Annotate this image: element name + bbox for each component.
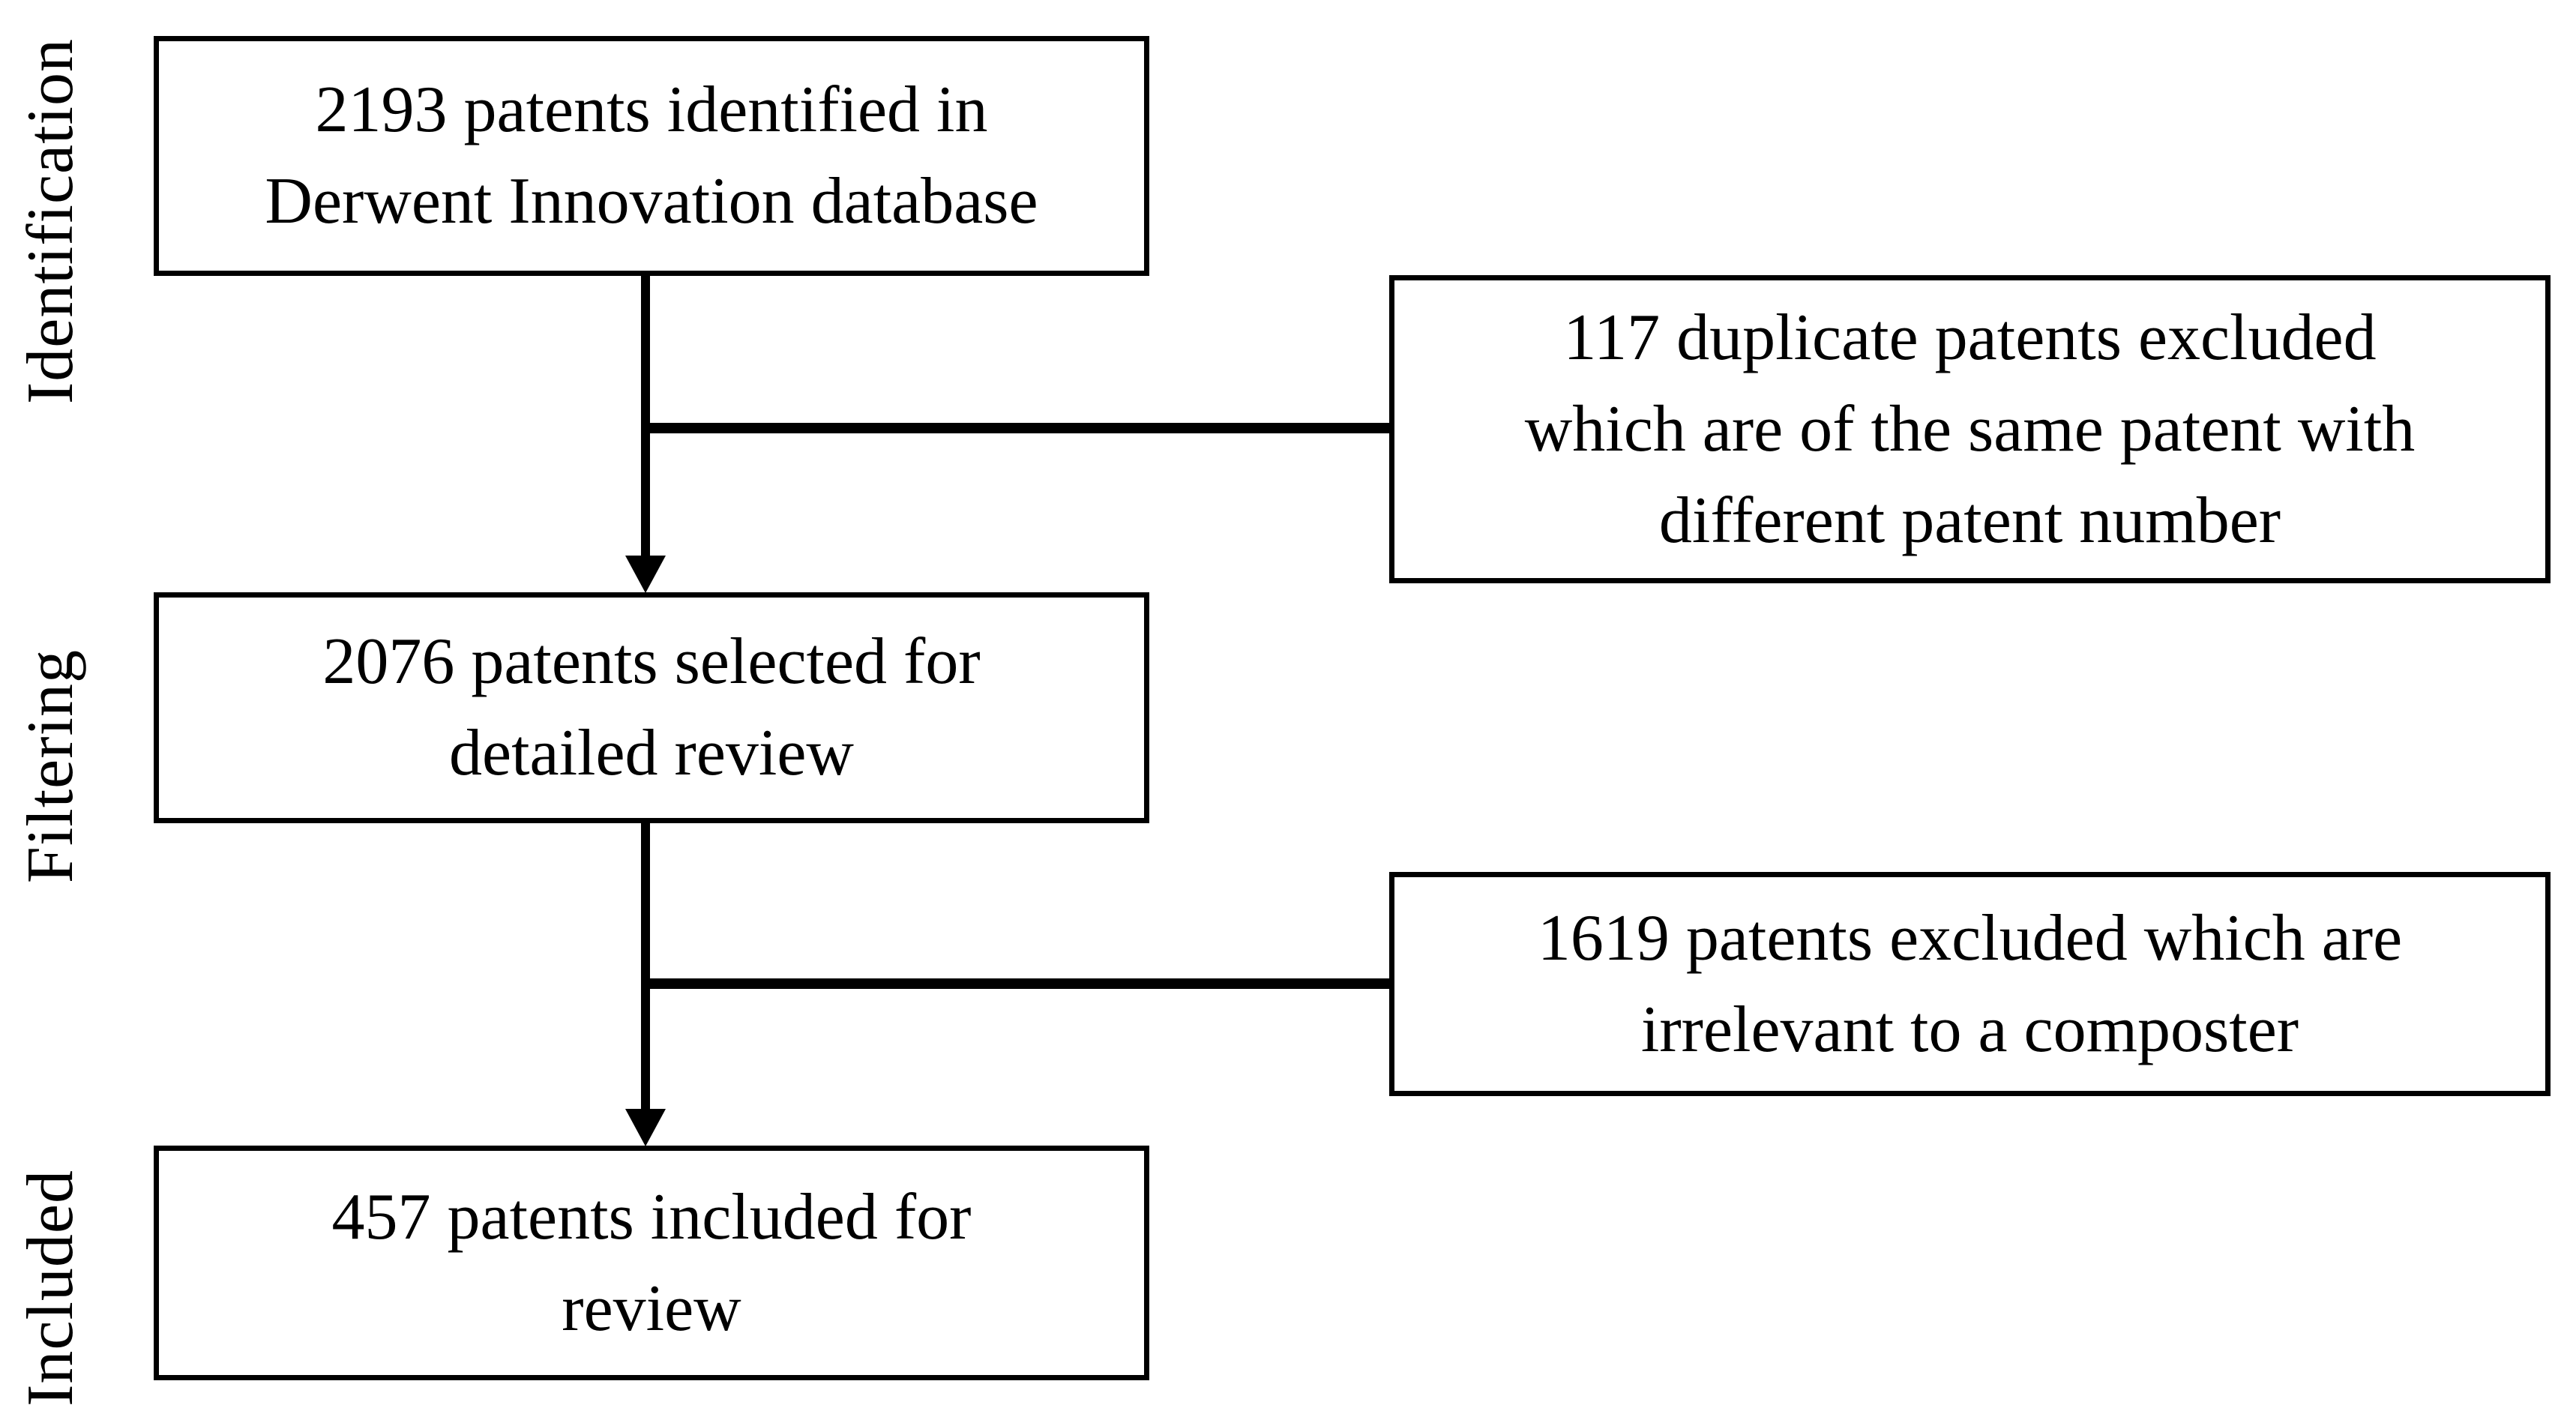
- stage-label-filtering-text: Filtering: [13, 649, 87, 884]
- flow-box-included-patents: 457 patents included for review: [154, 1146, 1149, 1380]
- stage-label-identification-text: Identification: [13, 38, 87, 405]
- flow-box-text-line: 2076 patents selected for: [322, 625, 981, 698]
- flow-box-text-line: review: [562, 1272, 741, 1345]
- connector-branch-line-1: [641, 423, 1389, 433]
- flow-box-excluded-irrelevant: 1619 patents excluded which are irreleva…: [1389, 872, 2551, 1096]
- flow-box-selected-patents: 2076 patents selected for detailed revie…: [154, 592, 1149, 823]
- stage-label-included-text: Included: [13, 1169, 87, 1407]
- flow-box-text-line: 2193 patents identified in: [315, 73, 988, 146]
- flow-box-identified-patents: 2193 patents identified in Derwent Innov…: [154, 36, 1149, 276]
- flow-box-text-line: Derwent Innovation database: [265, 165, 1038, 238]
- flow-box-excluded-duplicates: 117 duplicate patents excluded which are…: [1389, 275, 2551, 583]
- flow-box-text-line: 1619 patents excluded which are: [1537, 901, 2403, 975]
- flow-box-text-line: different patent number: [1658, 484, 2281, 557]
- stage-label-filtering: Filtering: [9, 637, 91, 896]
- connector-down-line-2: [641, 823, 650, 1111]
- flow-box-text-line: detailed review: [449, 717, 854, 789]
- connector-branch-line-2: [641, 978, 1389, 989]
- stage-label-included: Included: [9, 1158, 91, 1417]
- flow-box-text-line: which are of the same patent with: [1524, 392, 2416, 466]
- flow-box-text-line: 457 patents included for: [331, 1180, 972, 1254]
- flow-box-text-line: irrelevant to a composter: [1640, 993, 2299, 1066]
- down-arrowhead-icon-2: [625, 1109, 666, 1146]
- stage-label-identification: Identification: [9, 13, 91, 430]
- down-arrowhead-icon-1: [625, 556, 666, 593]
- flow-box-text-line: 117 duplicate patents excluded: [1563, 301, 2377, 374]
- connector-down-line-1: [641, 276, 650, 558]
